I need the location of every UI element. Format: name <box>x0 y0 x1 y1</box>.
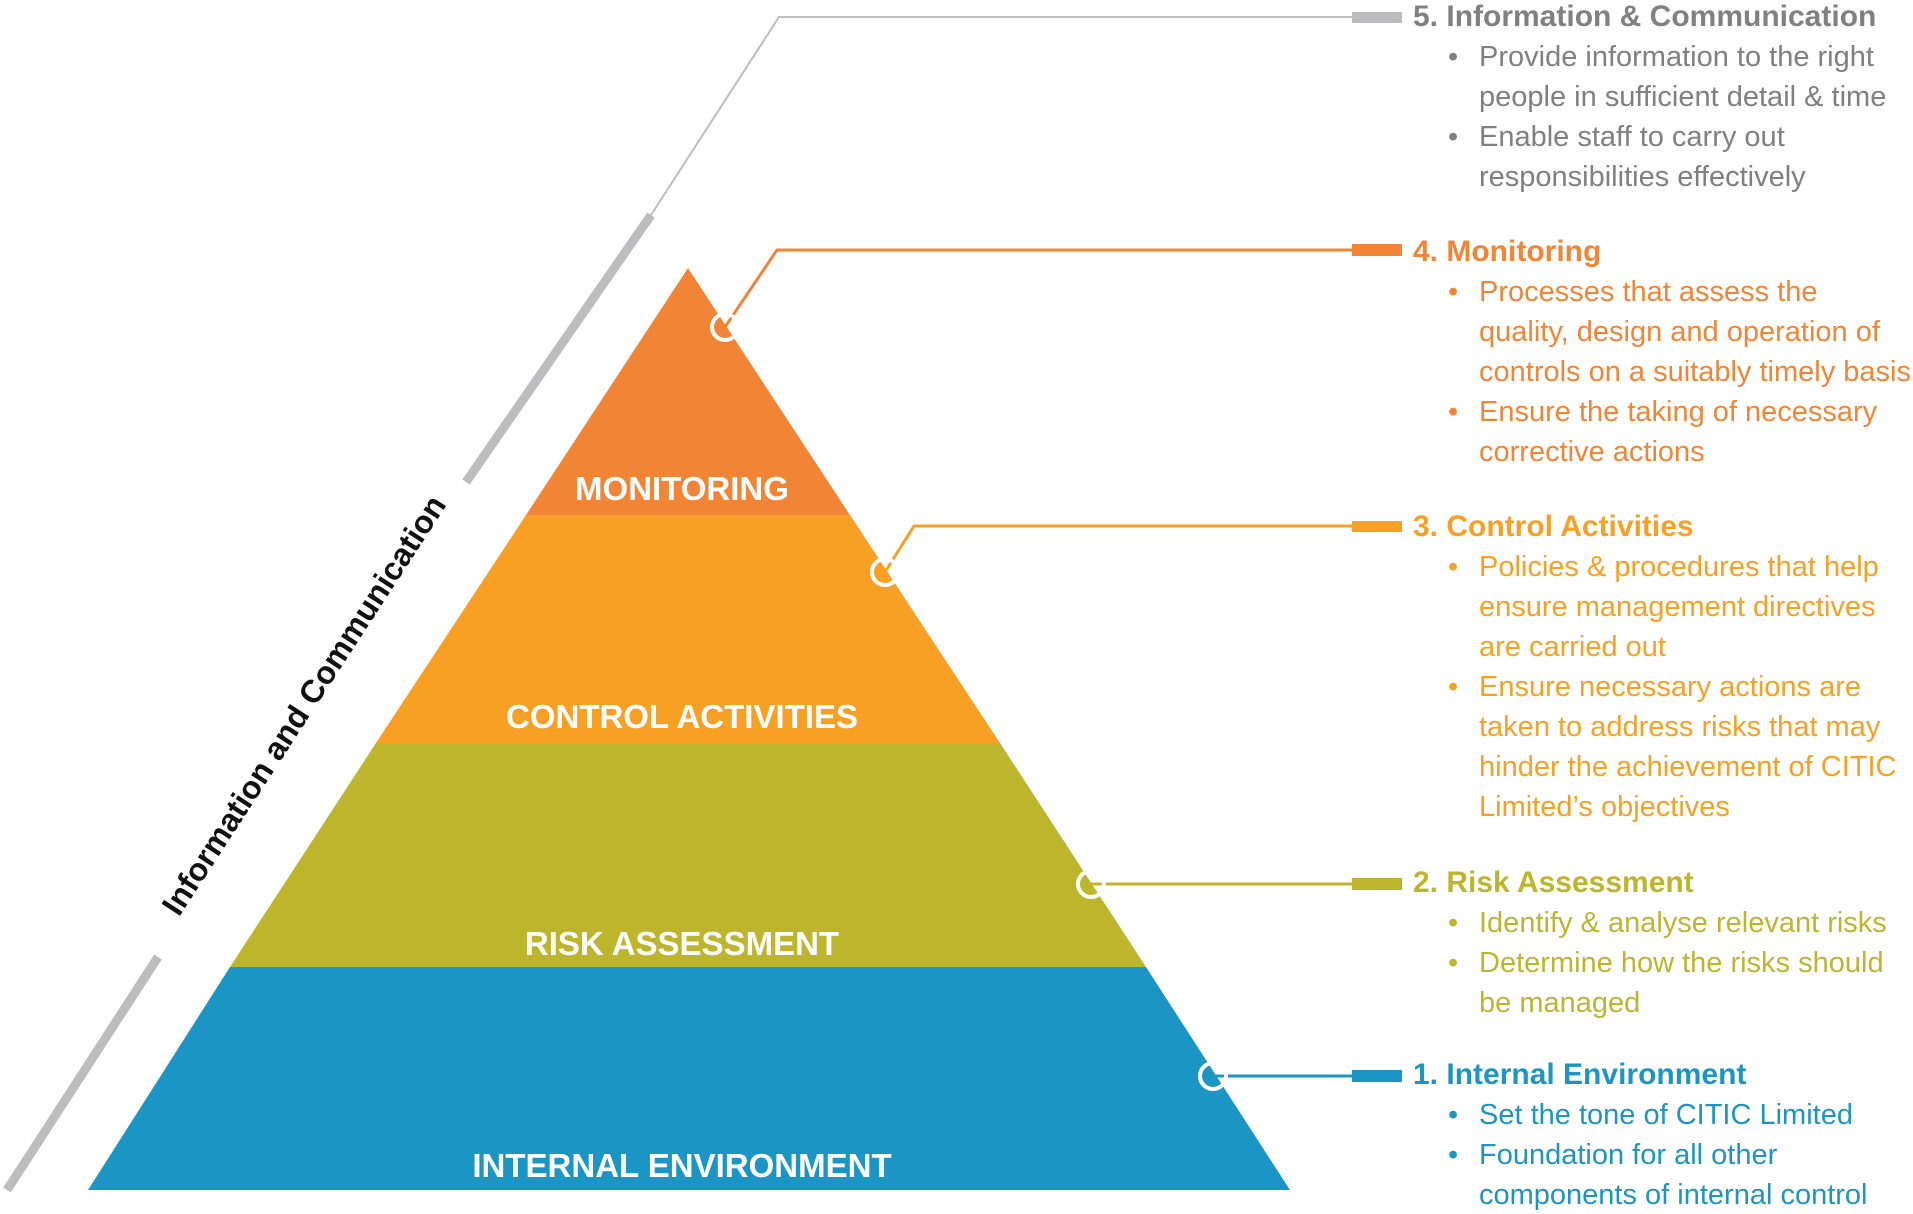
tier-risk-assessment <box>230 743 1146 967</box>
bullet-item: Set the tone of CITIC Limited <box>1413 1095 1913 1135</box>
marker-internal-environment <box>1352 1070 1402 1082</box>
bullet-item: Enable staff to carry out responsibiliti… <box>1413 117 1913 197</box>
tier-control-activities <box>376 515 1000 743</box>
component-info-comm: 5. Information & Communication Provide i… <box>1413 0 1913 197</box>
tier-label-internal-environment: INTERNAL ENVIRONMENT <box>472 1147 891 1184</box>
bullet-list: Identify & analyse relevant risks Determ… <box>1413 903 1913 1023</box>
connector-info-comm <box>650 16 1352 216</box>
component-control-activities: 3. Control Activities Policies & procedu… <box>1413 507 1913 827</box>
component-title: 4. Monitoring <box>1413 235 1602 268</box>
node-control-activities <box>870 557 900 587</box>
marker-control-activities <box>1352 521 1402 532</box>
component-title: 3. Control Activities <box>1413 510 1694 543</box>
info-comm-bar-upper <box>462 212 655 485</box>
component-title: 1. Internal Environment <box>1413 1058 1747 1091</box>
marker-monitoring <box>1352 244 1402 256</box>
bullet-list: Provide information to the right people … <box>1413 37 1913 197</box>
connector-control-activities <box>883 524 1352 573</box>
bullet-item: Processes that assess the quality, desig… <box>1413 272 1913 392</box>
bullet-item: Policies & procedures that help ensure m… <box>1413 547 1913 667</box>
bullet-item: Determine how the risks should be manage… <box>1413 943 1913 1023</box>
bullet-item: Ensure necessary actions are taken to ad… <box>1413 667 1913 827</box>
component-title: 5. Information & Communication <box>1413 0 1877 33</box>
component-risk-assessment: 2. Risk Assessment Identify & analyse re… <box>1413 863 1913 1023</box>
component-internal-environment: 1. Internal Environment Set the tone of … <box>1413 1055 1913 1214</box>
node-monitoring <box>710 312 740 342</box>
marker-info-comm <box>1352 12 1402 23</box>
bullet-item: Foundation for all other components of i… <box>1413 1135 1913 1214</box>
bullet-list: Set the tone of CITIC Limited Foundation… <box>1413 1095 1913 1214</box>
tier-label-monitoring: MONITORING <box>575 470 789 507</box>
bullet-item: Ensure the taking of necessary correctiv… <box>1413 392 1913 472</box>
tier-monitoring <box>526 268 850 515</box>
bullet-item: Identify & analyse relevant risks <box>1413 903 1913 943</box>
info-comm-bar-lower <box>3 954 162 1193</box>
bullet-list: Processes that assess the quality, desig… <box>1413 272 1913 472</box>
tier-label-control-activities: CONTROL ACTIVITIES <box>506 698 858 735</box>
connector-monitoring <box>723 248 1352 328</box>
node-internal-environment <box>1198 1061 1228 1091</box>
component-title: 2. Risk Assessment <box>1413 866 1694 899</box>
tier-internal-environment <box>88 967 1290 1190</box>
component-monitoring: 4. Monitoring Processes that assess the … <box>1413 232 1913 472</box>
marker-risk-assessment <box>1352 878 1402 890</box>
bullet-item: Provide information to the right people … <box>1413 37 1913 117</box>
bullet-list: Policies & procedures that help ensure m… <box>1413 547 1913 827</box>
node-risk-assessment <box>1076 869 1106 899</box>
tier-label-risk-assessment: RISK ASSESSMENT <box>525 925 839 962</box>
